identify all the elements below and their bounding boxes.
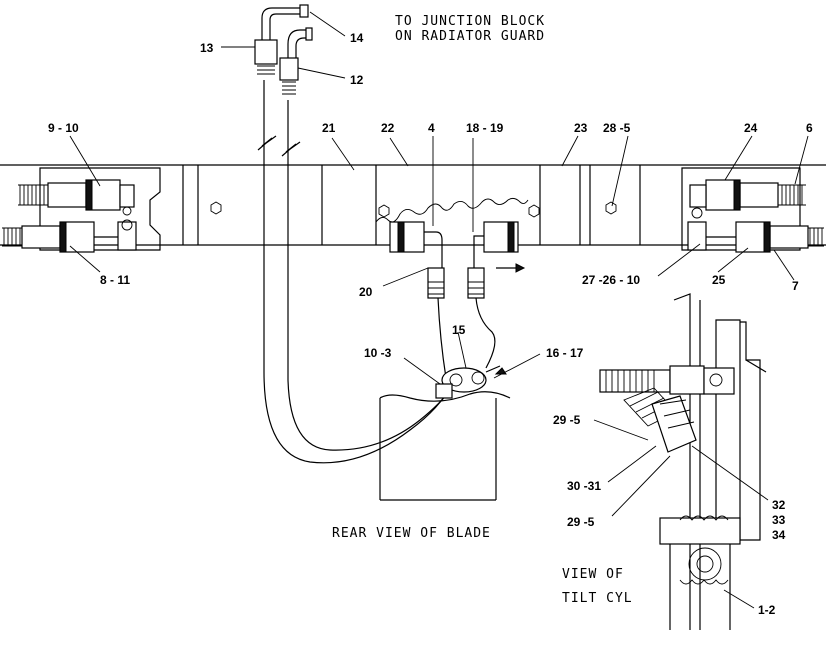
callout-1-2: 1-2 xyxy=(758,603,776,617)
junction-caption-line2: ON RADIATOR GUARD xyxy=(395,29,545,44)
callout-15: 15 xyxy=(452,323,466,337)
callout-9-10: 9 - 10 xyxy=(48,121,79,135)
callout-22: 22 xyxy=(381,121,395,135)
callout-27-26-10: 27 -26 - 10 xyxy=(582,273,640,287)
view-caption-line2: TILT CYL xyxy=(562,591,633,606)
callout-20: 20 xyxy=(359,285,373,299)
blade-rear-block xyxy=(379,365,511,501)
view-caption-line1: VIEW OF xyxy=(562,567,624,582)
callout-28-5: 28 -5 xyxy=(603,121,631,135)
callout-30-31: 30 -31 xyxy=(567,479,601,493)
junction-caption-line1: TO JUNCTION BLOCK xyxy=(395,14,545,29)
callout-12: 12 xyxy=(350,73,364,87)
callout-29-5b: 29 -5 xyxy=(567,515,595,529)
callout-16-17: 16 - 17 xyxy=(546,346,584,360)
callout-13: 13 xyxy=(200,41,214,55)
right-upper-spring xyxy=(778,184,806,206)
callout-10-3: 10 -3 xyxy=(364,346,392,360)
callout-32: 32 xyxy=(772,498,786,512)
callout-6: 6 xyxy=(806,121,813,135)
callout-18-19: 18 - 19 xyxy=(466,121,504,135)
top-fittings xyxy=(254,4,313,95)
tilt-cylinder-view xyxy=(599,293,767,630)
callout-21: 21 xyxy=(322,121,336,135)
callout-33: 33 xyxy=(772,513,786,527)
left-lower-spring xyxy=(2,227,22,247)
center-fittings xyxy=(389,221,526,299)
leader-lines xyxy=(69,11,809,609)
right-fittings xyxy=(681,167,824,253)
callout-34: 34 xyxy=(772,528,786,542)
hoses xyxy=(257,80,496,464)
callout-24: 24 xyxy=(744,121,758,135)
left-fittings xyxy=(2,167,161,253)
right-lower-spring xyxy=(808,227,824,247)
callout-29-5a: 29 -5 xyxy=(553,413,581,427)
callout-14: 14 xyxy=(350,31,364,45)
callout-4: 4 xyxy=(428,121,435,135)
callout-25: 25 xyxy=(712,273,726,287)
callout-8-11: 8 - 11 xyxy=(100,273,130,287)
rear-view-caption: REAR VIEW OF BLADE xyxy=(332,526,491,541)
callout-7: 7 xyxy=(792,279,799,293)
left-upper-spring xyxy=(18,184,48,206)
callout-23: 23 xyxy=(574,121,588,135)
